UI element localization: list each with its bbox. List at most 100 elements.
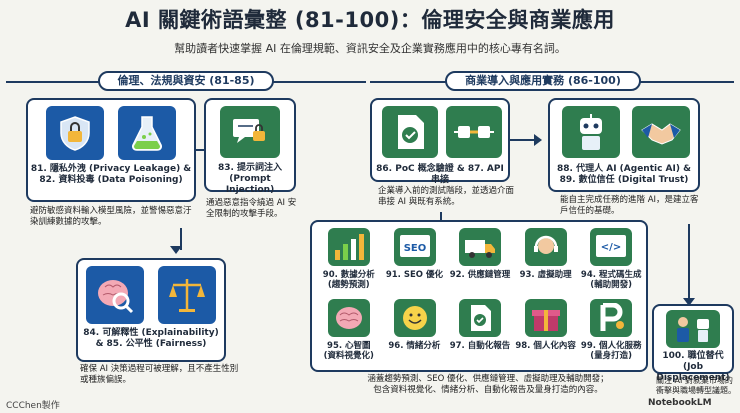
agentic-line1: 88. 代理人 AI (Agentic AI) & <box>557 164 691 174</box>
prompt-injection-line1: 83. 提示詞注入 <box>217 163 283 173</box>
right-arrow-icon <box>534 134 542 146</box>
brain-map-icon <box>328 299 370 337</box>
grid-item-line1: 95. 心智圖 <box>327 341 371 351</box>
grid-item: 92. 供應鏈管理 <box>447 226 513 297</box>
grid-item-line1: 97. 自動化報告 <box>449 341 511 351</box>
grid-item-label: 98. 個人化內容 <box>513 341 579 351</box>
robot-icon <box>562 106 620 158</box>
grid-item-line1: 90. 數據分析 <box>322 270 375 280</box>
job-displacement-label: 100. 職位替代 (Job Displacement) <box>654 351 732 384</box>
grid-item-line2: (輔助開發) <box>590 280 633 290</box>
code-icon: </> <box>590 228 633 266</box>
grid-item-label: 92. 供應鏈管理 <box>447 270 513 280</box>
seo-icon: SEO <box>393 228 436 266</box>
grid-item: 90. 數據分析(趨勢預測) <box>316 226 382 297</box>
prompt-lock-icon <box>220 106 280 158</box>
grid-item-line2: (資料視覺化) <box>323 351 374 361</box>
agentic-trust-label: 88. 代理人 AI (Agentic AI) & 89. 數位信任 (Digi… <box>550 164 698 186</box>
report-icon <box>459 299 502 337</box>
checklist-icon <box>382 106 438 158</box>
grid-item-line2: (趨勢預測) <box>327 280 370 290</box>
headset-icon <box>524 228 567 266</box>
grid-item-label: 99. 個人化服務(量身打造) <box>578 341 644 361</box>
privacy-poisoning-desc: 避防敏感資料輸入模型風險，並警惕惡意汙染訓練數據的攻擊。 <box>30 206 192 227</box>
grid-item-line1: 99. 個人化服務 <box>580 341 642 351</box>
grid-item-line1: 91. SEO 優化 <box>385 270 443 280</box>
agentic-trust-desc: 能自主完成任務的進階 AI，是建立客戶信任的基礎。 <box>560 195 699 216</box>
down-arrow-icon <box>683 298 695 306</box>
connector-line <box>510 139 536 141</box>
poison-flask-icon <box>118 106 176 160</box>
truck-icon <box>459 228 502 266</box>
prompt-injection-card: 83. 提示詞注入 (Prompt Injection) <box>204 98 296 195</box>
lock-shield-icon <box>46 106 104 160</box>
job-displacement-line1: 100. 職位替代 <box>662 351 724 361</box>
trust-line2: 89. 數位信任 (Digital Trust) <box>559 175 689 185</box>
handshake-icon <box>632 106 690 158</box>
grid-item-line1: 98. 個人化內容 <box>515 341 576 351</box>
grid-item: 98. 個人化內容 <box>513 297 579 368</box>
explainability-fairness-card: 84. 可解釋性 (Explainability) & 85. 公平性 (Fai… <box>76 258 226 362</box>
gift-icon <box>524 299 567 337</box>
grid-item-label: 94. 程式碼生成(輔助開發) <box>578 270 644 290</box>
author-footer: CCChen製作 <box>6 401 60 411</box>
service-icon <box>590 299 633 337</box>
page-subtitle: 幫助讀者快速掌握 AI 在倫理規範、資訊安全及企業實務應用中的核心專有名詞。 <box>174 42 566 55</box>
applications-grid-card: 90. 數據分析(趨勢預測) SEO 91. SEO 優化 92. 供應鏈管理 93. … <box>310 220 648 372</box>
prompt-injection-desc: 通過惡意指令繞過 AI 安全限制的攻擊手段。 <box>206 198 297 219</box>
balance-scale-icon <box>158 266 216 324</box>
page-title: AI 關鍵術語彙整 (81-100)：倫理安全與商業應用 <box>125 8 615 32</box>
grid-desc-line1: 涵蓋趨勢預測、SEO 優化、供應鏈管理、虛擬助理及輔助開發； <box>367 374 609 384</box>
svg-text:SEO: SEO <box>403 243 426 254</box>
grid-item: 96. 情緒分析 <box>382 297 448 368</box>
connector-line <box>180 228 182 250</box>
explainability-desc: 確保 AI 決策過程可被理解，且不產生性別或種族偏誤。 <box>80 364 239 385</box>
poc-api-desc: 企業導入前的測試階段，並透過介面串接 AI 與既有系統。 <box>378 186 515 207</box>
grid-item-line1: 92. 供應鏈管理 <box>449 270 511 280</box>
grid-item-label: 93. 虛擬助理 <box>513 270 579 280</box>
grid-item-line2: (量身打造) <box>590 351 633 361</box>
connector-line <box>440 212 442 222</box>
smiley-icon <box>393 299 436 337</box>
grid-item: 99. 個人化服務(量身打造) <box>578 297 644 368</box>
job-displacement-line2: (Job Displacement) <box>656 362 730 383</box>
brain-magnifier-icon <box>86 266 144 324</box>
grid-item-line1: 93. 虛擬助理 <box>519 270 572 280</box>
explainability-line1: 84. 可解釋性 (Explainability) <box>83 328 219 338</box>
grid-item-line1: 96. 情緒分析 <box>388 341 441 351</box>
svg-text:</>: </> <box>601 242 621 253</box>
worker-robot-icon <box>666 310 720 348</box>
brand-logo: NotebookLM <box>648 398 712 408</box>
agentic-trust-card: 88. 代理人 AI (Agentic AI) & 89. 數位信任 (Digi… <box>548 98 700 192</box>
grid-item: 93. 虛擬助理 <box>513 226 579 297</box>
grid-item: 95. 心智圖(資料視覺化) <box>316 297 382 368</box>
connector-arrow <box>196 149 204 151</box>
poc-api-label: 86. PoC 概念驗證 & 87. API 串接 <box>376 164 504 185</box>
grid-desc-line2: 包含資料視覺化、情緒分析、自動化報告及量身打造的內容。 <box>373 385 603 395</box>
privacy-poisoning-label: 81. 隱私外洩 (Privacy Leakage) & 82. 資料投毒 (D… <box>28 164 194 186</box>
grid-item-label: 90. 數據分析(趨勢預測) <box>316 270 382 290</box>
plug-icon <box>446 106 502 158</box>
grid-item-label: 97. 自動化報告 <box>447 341 513 351</box>
right-section-label: 商業導入與應用實務 (86-100) <box>445 71 641 91</box>
fairness-line2: & 85. 公平性 (Fairness) <box>95 339 207 349</box>
poisoning-label-line2: 82. 資料投毒 (Data Poisoning) <box>39 175 183 185</box>
poc-api-card: 86. PoC 概念驗證 & 87. API 串接 <box>370 98 510 185</box>
privacy-label-line1: 81. 隱私外洩 (Privacy Leakage) & <box>30 164 192 174</box>
grid-item-label: 91. SEO 優化 <box>382 270 448 280</box>
grid-desc: 涵蓋趨勢預測、SEO 優化、供應鏈管理、虛擬助理及輔助開發； 包含資料視覺化、情… <box>328 374 648 396</box>
bar-chart-icon <box>328 228 370 266</box>
down-arrow-icon <box>170 246 182 254</box>
job-displacement-desc: 關注 AI 對就業市場的衝擊與職場轉型議題。 <box>656 376 736 395</box>
grid-item-line1: 94. 程式碼生成 <box>580 270 642 280</box>
privacy-poisoning-card: 81. 隱私外洩 (Privacy Leakage) & 82. 資料投毒 (D… <box>26 98 196 202</box>
prompt-injection-line2: (Prompt Injection) <box>225 174 275 195</box>
explainability-label: 84. 可解釋性 (Explainability) & 85. 公平性 (Fai… <box>78 328 224 350</box>
grid-item: 97. 自動化報告 <box>447 297 513 368</box>
grid-item-label: 96. 情緒分析 <box>382 341 448 351</box>
grid-item-label: 95. 心智圖(資料視覺化) <box>316 341 382 361</box>
prompt-injection-label: 83. 提示詞注入 (Prompt Injection) <box>206 163 294 196</box>
left-section-label: 倫理、法規與資安 (81-85) <box>98 71 274 91</box>
job-displacement-card: 100. 職位替代 (Job Displacement) <box>652 304 734 383</box>
grid-item: </> 94. 程式碼生成(輔助開發) <box>578 226 644 297</box>
